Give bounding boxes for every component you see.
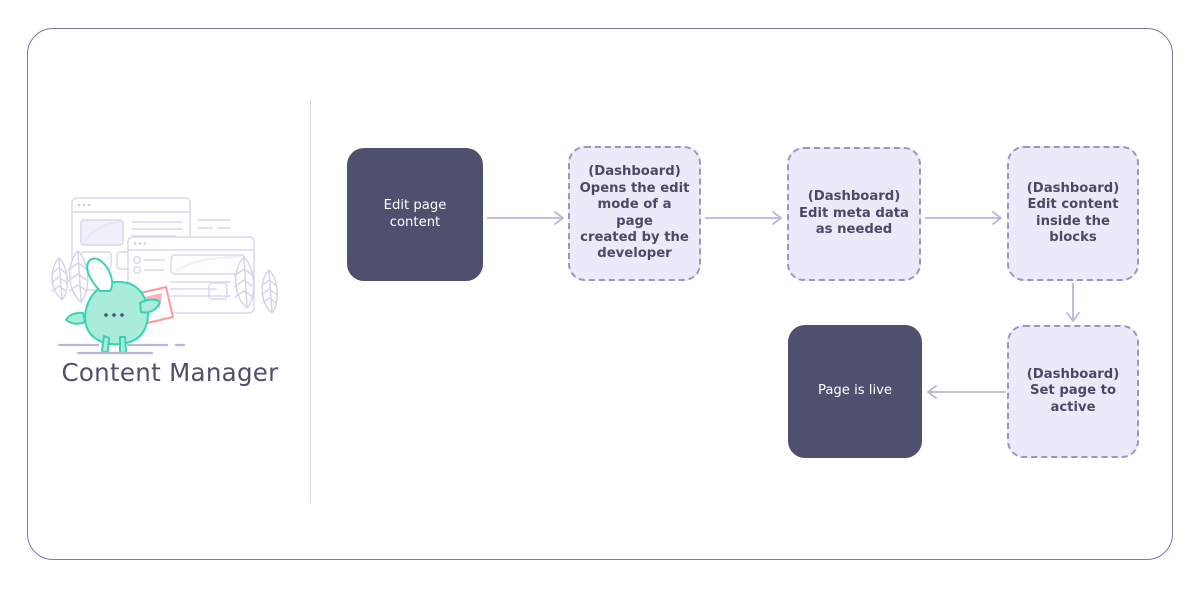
node-label: (Dashboard) Edit content inside the bloc… [1026,180,1120,245]
node-edit-page-content[interactable]: Edit page content [347,148,483,281]
node-edit-meta-data[interactable]: (Dashboard) Edit meta data as needed [787,147,921,281]
node-edit-content-blocks[interactable]: (Dashboard) Edit content inside the bloc… [1007,146,1139,281]
arrow-edit-page-content-to-opens-edit-mode [487,208,567,228]
persona-panel: Content Manager [40,190,300,410]
node-label: Edit page content [383,198,447,230]
node-page-is-live[interactable]: Page is live [788,325,922,458]
persona-title: Content Manager [61,358,279,387]
content-manager-mascot-illustration [40,190,300,355]
node-label: (Dashboard) Edit meta data as needed [799,189,909,238]
node-set-page-active[interactable]: (Dashboard) Set page to active [1007,325,1139,458]
arrow-opens-edit-mode-to-edit-meta-data [705,208,785,228]
section-divider [310,100,312,502]
node-label: Page is live [817,383,893,399]
node-label: (Dashboard) Set page to active [1026,366,1120,415]
node-label: (Dashboard) Opens the edit mode of a pag… [579,164,690,262]
arrow-edit-content-blocks-to-set-page-active [1063,283,1083,325]
arrow-edit-meta-data-to-edit-content-blocks [925,208,1005,228]
node-opens-edit-mode[interactable]: (Dashboard) Opens the edit mode of a pag… [568,146,701,281]
arrow-set-page-active-to-page-is-live [922,382,1010,402]
